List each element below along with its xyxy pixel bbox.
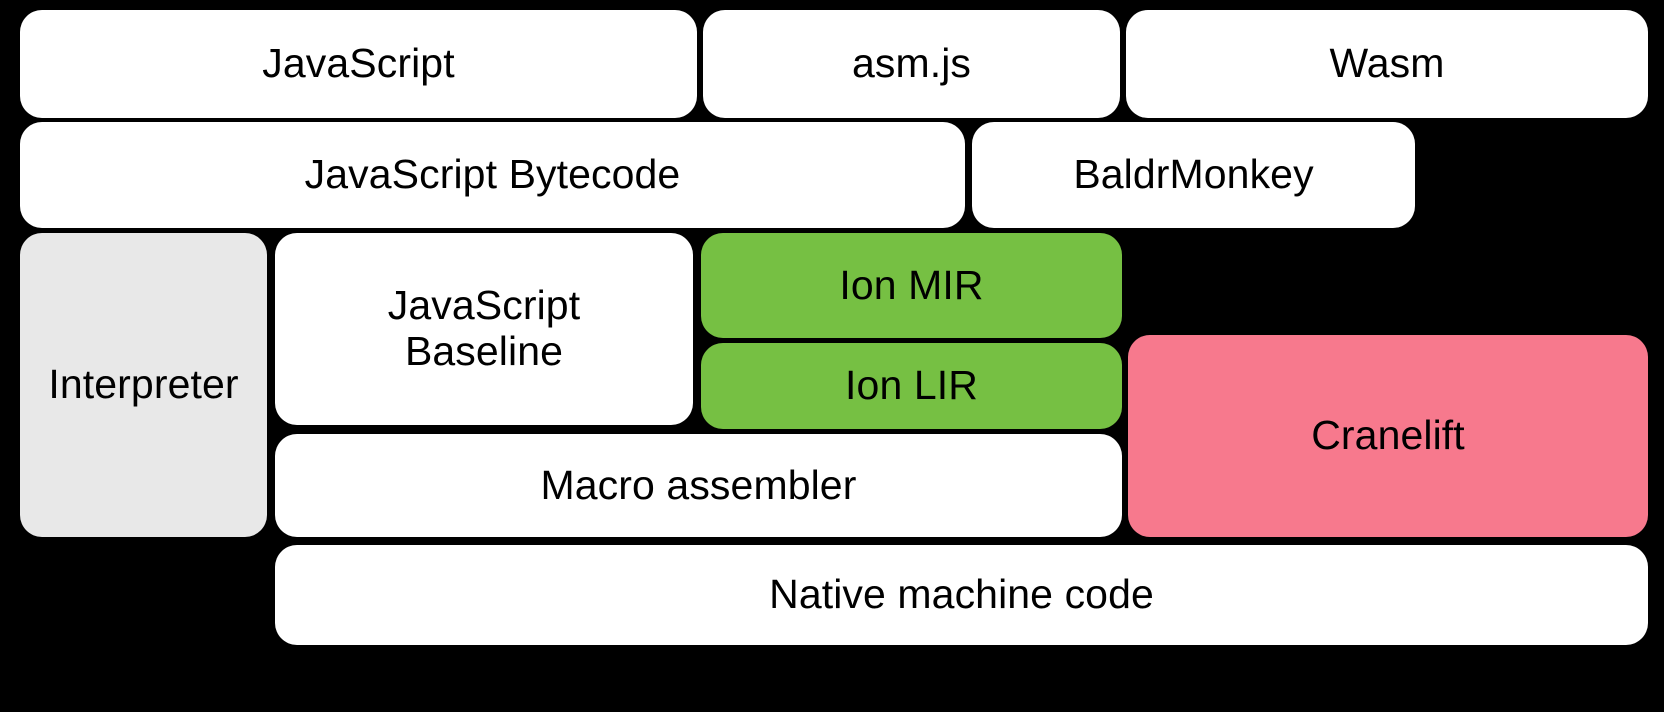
node-ion-mir[interactable]: Ion MIR xyxy=(701,233,1122,338)
node-javascript-bytecode[interactable]: JavaScript Bytecode xyxy=(20,122,965,228)
node-label: JavaScript xyxy=(262,40,455,87)
node-javascript[interactable]: JavaScript xyxy=(20,10,697,118)
node-label: Cranelift xyxy=(1311,412,1465,459)
node-macro-assembler[interactable]: Macro assembler xyxy=(275,434,1122,537)
node-asm-js[interactable]: asm.js xyxy=(703,10,1120,118)
node-label: Ion LIR xyxy=(845,362,978,409)
node-label: JavaScript Baseline xyxy=(387,282,581,374)
node-label: Ion MIR xyxy=(839,261,984,308)
node-label: asm.js xyxy=(851,40,972,87)
node-wasm[interactable]: Wasm xyxy=(1126,10,1648,118)
node-label: Interpreter xyxy=(48,361,239,408)
node-native-machine-code[interactable]: Native machine code xyxy=(275,545,1648,645)
node-label: JavaScript Bytecode xyxy=(304,151,681,198)
node-label: Macro assembler xyxy=(540,461,857,508)
node-ion-lir[interactable]: Ion LIR xyxy=(701,343,1122,429)
node-interpreter[interactable]: Interpreter xyxy=(20,233,267,537)
node-label: BaldrMonkey xyxy=(1073,151,1314,198)
node-cranelift[interactable]: Cranelift xyxy=(1128,335,1648,537)
node-javascript-baseline[interactable]: JavaScript Baseline xyxy=(275,233,693,425)
node-label: Native machine code xyxy=(769,571,1154,618)
node-baldrmonkey[interactable]: BaldrMonkey xyxy=(972,122,1415,228)
node-label: Wasm xyxy=(1329,40,1445,87)
